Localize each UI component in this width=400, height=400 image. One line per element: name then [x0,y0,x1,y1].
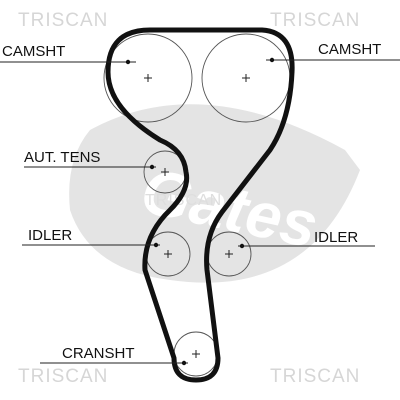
gates-logo-shape [69,104,361,283]
pulley-centers [144,74,250,358]
idler-left-center [164,250,172,258]
idler-left-dot [153,242,159,248]
watermark-top-left: TRISCAN [18,10,108,31]
idler-right-label: IDLER [314,229,358,246]
camshaft-right-center [242,74,250,82]
timing-belt [105,27,295,383]
watermark-bottom-right: TRISCAN [270,366,360,387]
watermark-top-right: TRISCAN [270,10,360,31]
crankshaft-dot [181,360,187,366]
watermark-bottom-left: TRISCAN [18,366,108,387]
tensioner-dot [149,164,155,170]
leader-dots [125,57,275,366]
idler-left-label: IDLER [28,227,72,244]
tensioner-center [161,168,169,176]
crankshaft-label: CRANSHT [62,345,135,362]
idler-right-dot [239,243,245,249]
camshaft-left-dot [125,59,131,65]
camshaft-right-label: CAMSHT [318,41,381,58]
watermark-center: TRISCAN [145,192,222,209]
tensioner-label: AUT. TENS [24,149,100,166]
gates-logo-watermark: Gates [69,104,361,283]
camshaft-right-dot [269,57,275,63]
camshaft-left-center [144,74,152,82]
idler-right-center [225,250,233,258]
camshaft-left-label: CAMSHT [2,43,65,60]
camshaft-left-pulley [103,33,193,123]
crankshaft-center [192,350,200,358]
